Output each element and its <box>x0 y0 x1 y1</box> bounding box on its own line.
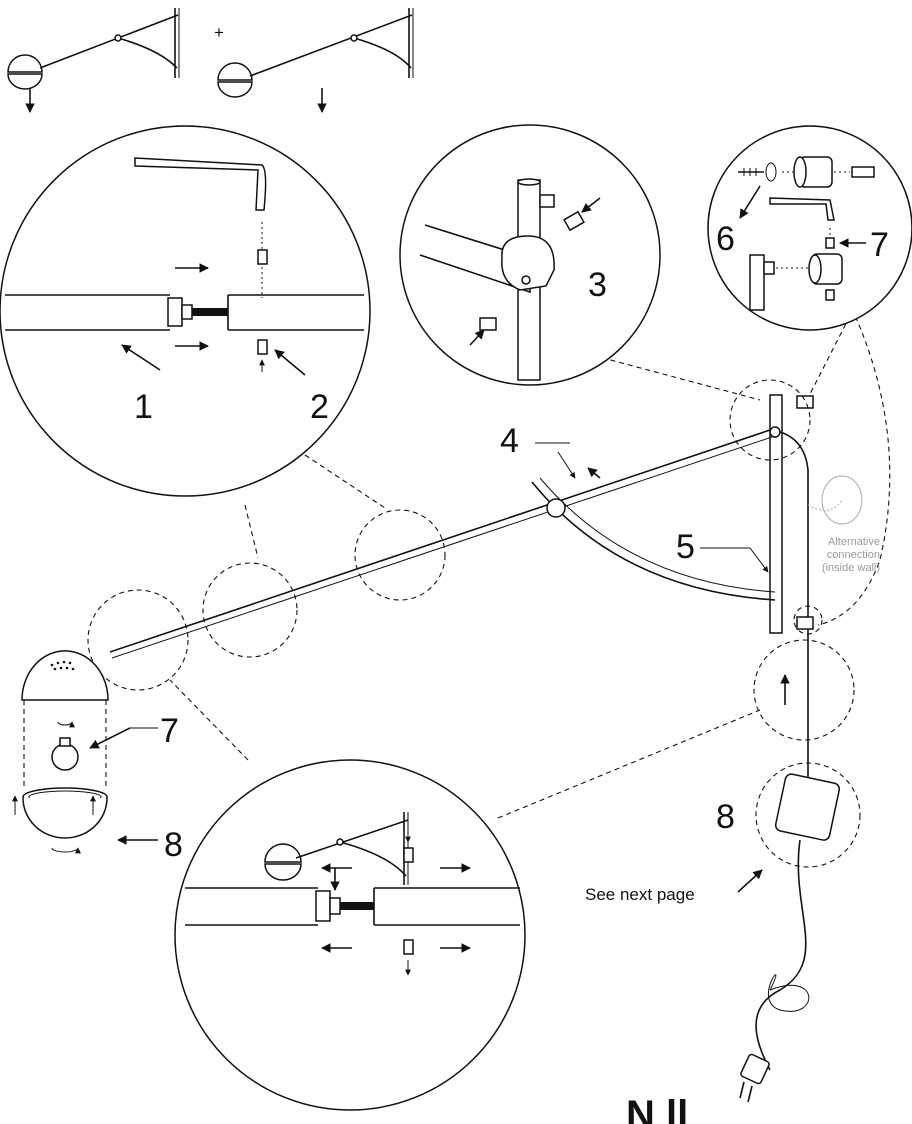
detail-circle-arm-disassembly <box>174 759 526 1111</box>
main-lamp <box>12 379 863 1103</box>
alternative-connection-line-3: (inside wall) <box>822 562 880 574</box>
alternative-connection-line-2: connection <box>827 549 880 561</box>
plus-sign: + <box>214 23 224 42</box>
alternative-connection-line-1: Alternative <box>828 536 880 548</box>
callout-2: 2 <box>310 388 329 426</box>
footer-text-partial: N ll <box>626 1093 688 1124</box>
callout-8-box: 8 <box>716 798 735 836</box>
lamp-thumbnail-left <box>7 8 180 90</box>
lamp-thumbnail-right <box>217 8 414 98</box>
callout-1: 1 <box>134 388 153 426</box>
callout-3: 3 <box>588 266 607 304</box>
detail-circle-clamp <box>399 124 661 386</box>
detail-circle-arm-joint <box>0 125 371 497</box>
see-next-page-label: See next page <box>585 885 695 904</box>
callout-7-top: 7 <box>870 226 889 264</box>
callout-8-shade: 8 <box>164 826 183 864</box>
callout-7-bulb: 7 <box>160 712 179 750</box>
detail-circle-wall-mount <box>707 125 912 331</box>
callout-4: 4 <box>500 422 519 460</box>
leader-lines <box>169 299 891 819</box>
callout-5: 5 <box>676 528 695 566</box>
callout-6: 6 <box>716 220 735 258</box>
